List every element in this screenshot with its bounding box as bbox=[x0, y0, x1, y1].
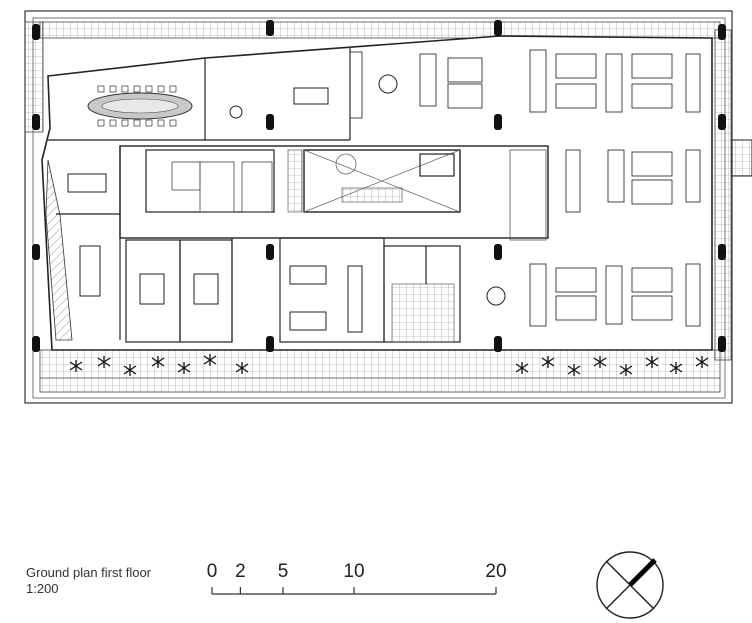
drawing-title: Ground plan first floor bbox=[26, 565, 152, 580]
scale-tick-label: 0 bbox=[207, 561, 218, 582]
scale-tick-label: 5 bbox=[278, 561, 289, 582]
drawing-caption: Ground plan first floor 1:200 bbox=[26, 565, 151, 597]
round-tables bbox=[229, 74, 506, 306]
workstations bbox=[349, 49, 701, 327]
floor-plan bbox=[24, 10, 752, 404]
east-stair bbox=[731, 139, 752, 177]
scale-tick-label: 2 bbox=[235, 561, 246, 582]
columns bbox=[32, 20, 726, 352]
scale-tick-label: 10 bbox=[343, 561, 364, 582]
meeting-tables bbox=[67, 87, 363, 333]
partitions bbox=[48, 48, 461, 343]
terrace-plants bbox=[69, 354, 709, 376]
terrace bbox=[24, 10, 733, 404]
conference-table bbox=[87, 85, 193, 127]
north-arrow-icon bbox=[596, 551, 664, 619]
drawing-scale: 1:200 bbox=[26, 581, 59, 596]
scale-tick-label: 20 bbox=[485, 561, 506, 582]
